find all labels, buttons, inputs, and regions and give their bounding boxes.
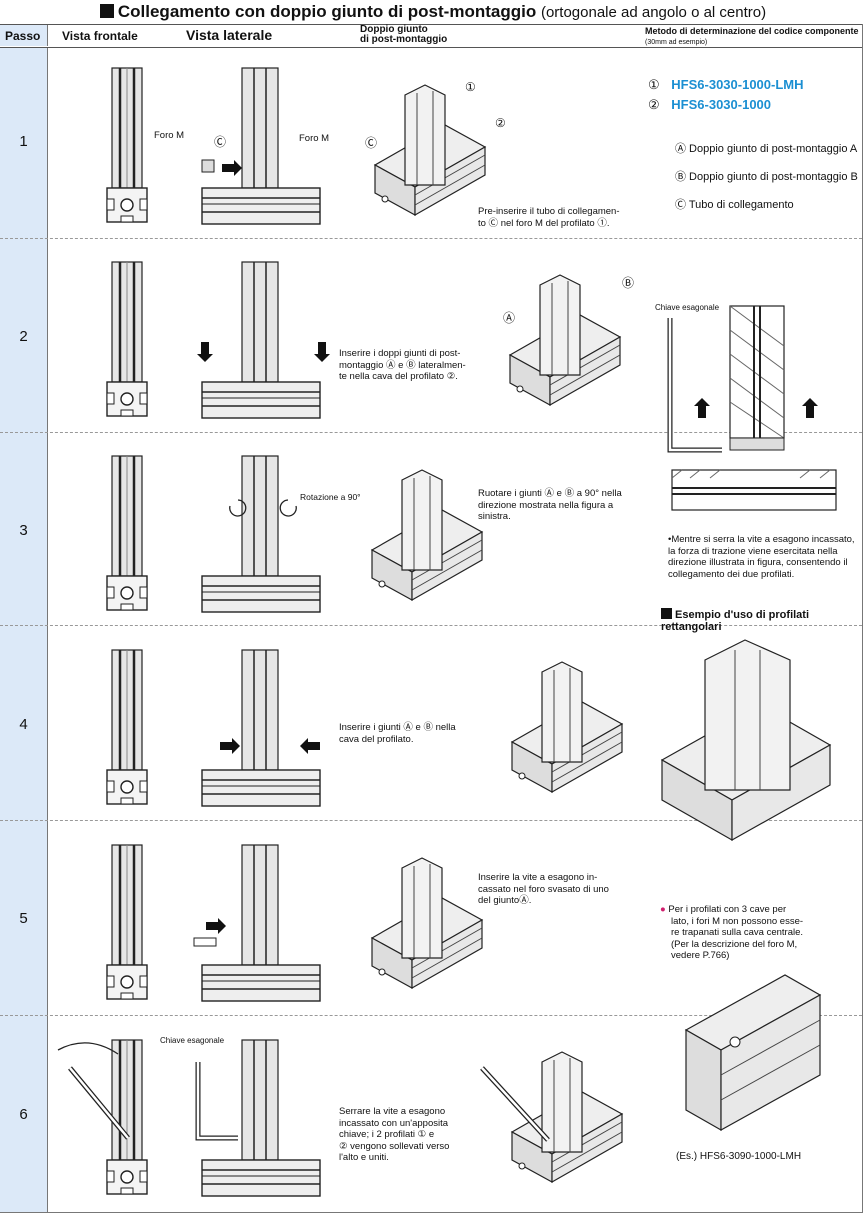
square-bullet-icon [661,608,672,619]
legend-b: Ⓑ Doppio giunto di post-montaggio B [675,171,858,183]
label-foro-m-side: Foro M [299,133,330,144]
header-metodo: Metodo di determinazione del codice comp… [645,26,859,48]
row-divider [0,625,862,626]
header-vista-frontale: Vista frontale [62,29,138,43]
tension-note-line: direzione illustrata in figura, consente… [668,557,848,568]
code-1-row: ① HFS6-3030-1000-LMH [648,77,804,93]
three-slot-note-line: vedere P.766) [671,950,730,961]
step-5-text: Inserire la vite a esagono in- cassato n… [478,872,609,907]
step-6-line: Serrare la vite a esagono [339,1106,446,1117]
label-rotazione: Rotazione a 90° [300,492,361,502]
step-5-line: cassato nel foro svasato di uno [478,883,609,895]
table-frame [0,24,863,1213]
header-doppio-giunto-line1: Doppio giunto [360,24,428,35]
code-1: HFS6-3030-1000-LMH [671,77,804,92]
header-doppio-giunto: Doppio giunto di post-montaggio [360,25,447,45]
step-2-line: te nella cava del profilato ②. [339,371,458,382]
label-b-iso: Ⓑ [622,276,635,290]
step-6-line: ② vengono sollevati verso [339,1140,450,1152]
step-2-line: montaggio Ⓐ e Ⓑ lateralmen- [339,359,466,371]
tension-note-line: •Mentre si serra la vite a esagono incas… [668,534,855,545]
step-3-line: direzione mostrata nella figura a [478,499,614,511]
three-slot-note-line: (Per la descrizione del foro M, [671,938,798,950]
step-4-line: Inserire i giunti Ⓐ e Ⓑ nella [339,722,456,733]
pass-header-cell [0,25,48,46]
row-divider [0,432,862,433]
three-slot-note: ● Per i profilati con 3 cave per lato, i… [660,904,803,962]
label-one-iso: ① [465,80,476,94]
step-1-line: Pre-inserire il tubo di collegamen- [478,206,620,217]
title-main: Collegamento con doppio giunto di post-m… [117,2,537,21]
step-1-text: Pre-inserire il tubo di collegamen- to Ⓒ… [478,206,620,229]
header-metodo-line1: Metodo di determinazione del codice comp… [645,26,859,36]
legend-a: Ⓐ Doppio giunto di post-montaggio A [675,143,858,155]
step-number-4: 4 [19,716,28,733]
step-4-text: Inserire i giunti Ⓐ e Ⓑ nella cava del p… [339,722,456,745]
step-3-text: Ruotare i giunti Ⓐ e Ⓑ a 90° nella direz… [478,488,622,523]
header-vista-laterale: Vista laterale [186,27,273,43]
row-divider [0,1015,862,1016]
three-slot-note-line: lato, i fori M non possono esse- [671,915,804,927]
row-divider [0,820,862,821]
three-slot-note-line: Per i profilati con 3 cave per [668,904,787,915]
step-number-3: 3 [19,522,28,539]
step-3-line: sinistra. [478,511,511,522]
legend-c: Ⓒ Tubo di collegamento [675,199,794,211]
header-metodo-line2: (30mm ad esempio) [645,39,708,46]
step-6-line: chiave; i 2 profilati ① e [339,1129,435,1140]
tension-note: •Mentre si serra la vite a esagono incas… [668,534,855,580]
step-3-line: Ruotare i giunti Ⓐ e Ⓑ a 90° nella [478,488,622,499]
title-subtitle: (ortogonale ad angolo o al centro) [540,4,767,21]
label-c-iso: Ⓒ [365,136,378,150]
header-doppio-giunto-line2: di post-montaggio [360,34,448,45]
step-5-line: Inserire la vite a esagono in- [478,872,598,883]
step-6-line: incassato con un'apposita [339,1117,449,1129]
step-number-2: 2 [19,328,28,345]
step-5-line: del giuntoⒶ. [478,895,532,906]
code-2: HFS6-3030-1000 [671,97,772,112]
code-1-number: ① [648,77,660,92]
step-4-line: cava del profilato. [339,733,414,745]
example-code: (Es.) HFS6-3090-1000-LMH [676,1151,802,1162]
step-number-1: 1 [19,133,28,150]
tension-note-line: collegamento dei due profilati. [668,568,795,580]
label-chiave-right: Chiave esagonale [655,303,720,312]
tension-note-line: la forza di trazione viene esercitata ne… [668,545,838,557]
row-divider [0,238,862,239]
table-header: Passo Vista frontale Vista laterale Dopp… [0,24,862,48]
code-2-number: ② [648,97,660,112]
page-title: Collegamento con doppio giunto di post-m… [0,0,866,24]
step-2-line: Inserire i doppi giunti di post- [339,348,461,359]
step-number-5: 5 [19,910,28,927]
pass-column [0,47,48,1212]
three-slot-note-line: re trapanati sulla cava centrale. [671,927,804,938]
label-c-side: Ⓒ [214,135,227,149]
label-two-iso: ② [495,116,506,130]
step-6-line: l'alto e uniti. [339,1152,389,1163]
step-number-6: 6 [19,1106,28,1123]
example-heading-text: Esempio d'uso di profilati rettangolari [661,609,810,633]
example-heading: Esempio d'uso di profilati rettangolari [661,608,866,633]
header-passo: Passo [5,29,41,43]
label-a-iso: Ⓐ [503,311,516,325]
step-6-text: Serrare la vite a esagono incassato con … [339,1106,449,1164]
step-2-text: Inserire i doppi giunti di post- montagg… [339,348,466,383]
title-square-icon [99,4,114,18]
warning-icon: ● [660,904,666,915]
label-foro-m-front: Foro M [154,130,185,141]
code-2-row: ② HFS6-3030-1000 [648,97,771,113]
step-1-line: to Ⓒ nel foro M del profilato ①. [478,217,610,229]
label-chiave-row6: Chiave esagonale [160,1036,225,1045]
